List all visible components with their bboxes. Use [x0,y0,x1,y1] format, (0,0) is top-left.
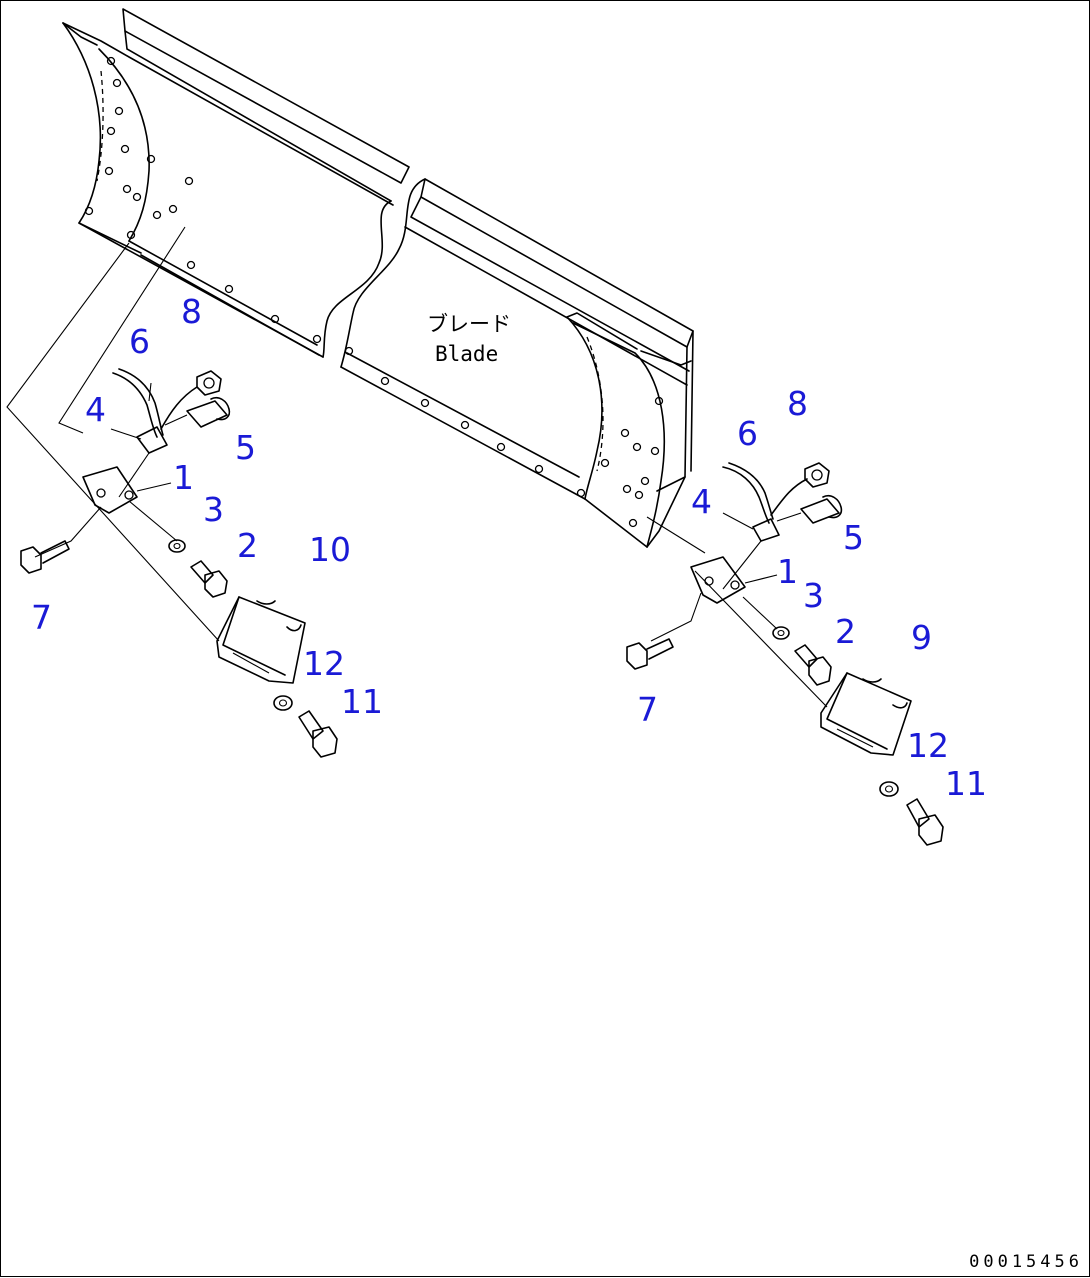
callout-right-9: 9 [911,618,932,657]
left-leader-3 [128,500,178,542]
right-cover-9 [820,672,912,756]
left-wire-6 [112,372,158,438]
right-bolt-7 [626,642,648,670]
left-connector-5 [186,400,228,428]
callout-right-12: 12 [907,726,949,765]
callout-left-7: 7 [31,598,52,637]
left-nut-8 [196,370,222,396]
callout-left-8: 8 [181,292,202,331]
left-bolt-7 [20,546,42,574]
right-guide-line-top [646,516,706,554]
right-connector-5 [800,498,840,524]
callout-left-4: 4 [85,390,106,429]
blade-outline [62,8,694,548]
right-wire-6 [722,466,770,524]
right-leader-7 [650,592,702,642]
left-washer-3 [168,539,186,553]
right-guide-line-bottom [694,570,828,708]
callout-right-1: 1 [777,552,798,591]
left-assembly [6,226,338,758]
right-clamp-4 [752,518,780,542]
right-bolt-2 [794,644,818,668]
right-washer-12 [879,781,899,797]
left-bolt-2 [190,560,214,584]
right-bolt-11 [906,798,930,828]
right-leader-3 [742,596,778,630]
callout-right-3: 3 [803,576,824,615]
drawing-number: 00015456 [969,1252,1083,1272]
left-guide-line-outer [6,242,220,642]
right-nut-8 [804,462,830,488]
callout-left-10: 10 [309,530,351,569]
callout-right-5: 5 [843,518,864,557]
callout-right-4: 4 [691,482,712,521]
callout-right-11: 11 [945,764,987,803]
left-washer-12 [273,695,293,711]
left-cover-10 [216,596,306,684]
left-leader-7 [34,506,102,558]
callout-left-5: 5 [235,428,256,467]
callout-left-6: 6 [129,322,150,361]
callout-right-6: 6 [737,414,758,453]
callout-left-11: 11 [341,682,383,721]
callout-left-1: 1 [173,458,194,497]
callout-left-2: 2 [237,526,258,565]
blade-label-japanese: ブレード [427,312,511,336]
left-guide-line-inner [58,226,186,434]
blade-label-english: Blade [435,342,498,366]
callout-right-2: 2 [835,612,856,651]
callout-right-8: 8 [787,384,808,423]
callout-left-3: 3 [203,490,224,529]
left-bracket-1 [82,466,138,514]
callout-right-7: 7 [637,690,658,729]
right-washer-3 [772,626,790,640]
right-assembly [626,462,944,846]
callout-left-12: 12 [303,644,345,683]
left-bolt-11 [298,710,324,740]
callouts-right: 8 6 4 5 1 3 2 9 7 12 11 [637,384,987,803]
blade-bolt-holes [84,56,664,528]
left-clamp-4 [136,426,168,454]
right-bracket-1 [690,556,746,604]
callouts-left: 8 6 4 5 1 3 2 10 7 12 11 [31,292,383,721]
